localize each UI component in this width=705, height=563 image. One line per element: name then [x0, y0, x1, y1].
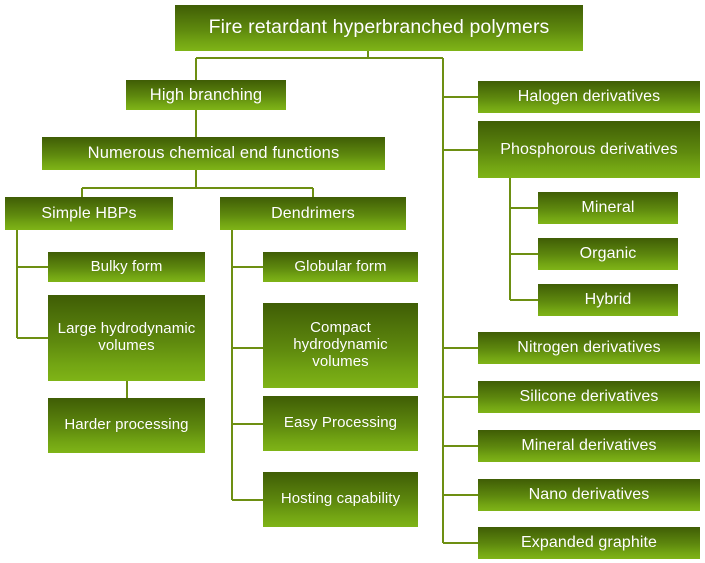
- node-hosting-capability[interactable]: Hosting capability: [263, 472, 418, 527]
- node-dendrimers[interactable]: Dendrimers: [220, 197, 406, 230]
- node-easy-processing[interactable]: Easy Processing: [263, 396, 418, 451]
- node-nano-derivatives[interactable]: Nano derivatives: [478, 479, 700, 511]
- node-phosphorous-derivatives[interactable]: Phosphorous derivatives: [478, 121, 700, 178]
- node-globular-form[interactable]: Globular form: [263, 252, 418, 282]
- node-numerous-chemical-end-functions[interactable]: Numerous chemical end functions: [42, 137, 385, 170]
- node-high-branching[interactable]: High branching: [126, 80, 286, 110]
- node-silicone-derivatives[interactable]: Silicone derivatives: [478, 381, 700, 413]
- node-compact-hydrodynamic-volumes[interactable]: Compact hydrodynamic volumes: [263, 303, 418, 388]
- node-root[interactable]: Fire retardant hyperbranched polymers: [175, 5, 583, 51]
- node-large-hydrodynamic-volumes[interactable]: Large hydrodynamic volumes: [48, 295, 205, 381]
- node-simple-hbps[interactable]: Simple HBPs: [5, 197, 173, 230]
- node-harder-processing[interactable]: Harder processing: [48, 398, 205, 453]
- node-bulky-form[interactable]: Bulky form: [48, 252, 205, 282]
- node-expanded-graphite[interactable]: Expanded graphite: [478, 527, 700, 559]
- node-nitrogen-derivatives[interactable]: Nitrogen derivatives: [478, 332, 700, 364]
- node-mineral-derivatives[interactable]: Mineral derivatives: [478, 430, 700, 462]
- node-mineral[interactable]: Mineral: [538, 192, 678, 224]
- node-halogen-derivatives[interactable]: Halogen derivatives: [478, 81, 700, 113]
- node-hybrid[interactable]: Hybrid: [538, 284, 678, 316]
- node-organic[interactable]: Organic: [538, 238, 678, 270]
